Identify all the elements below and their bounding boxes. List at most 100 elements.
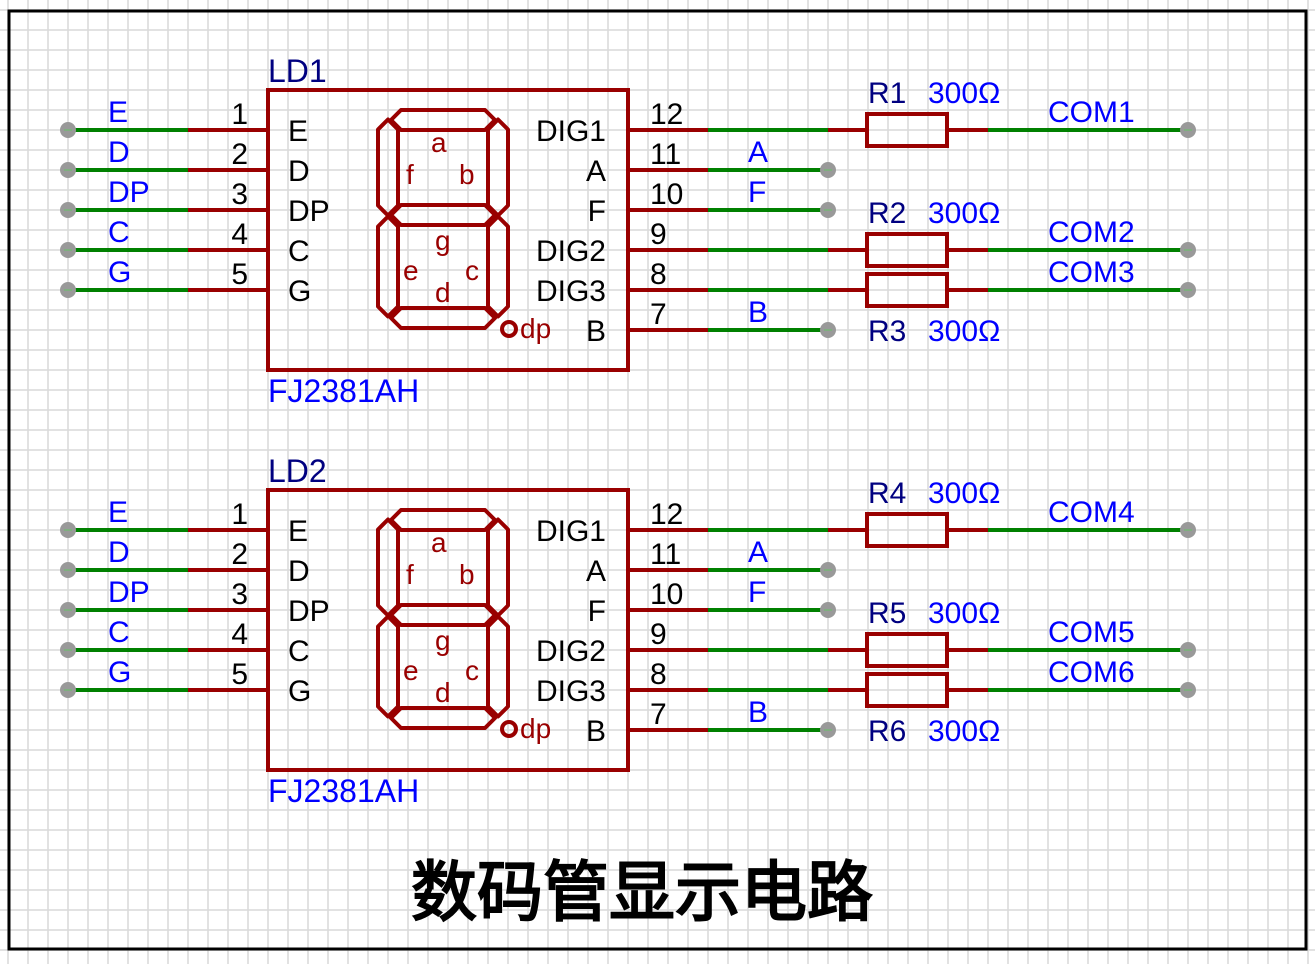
segment-label: d [435, 677, 451, 708]
segment-label: b [459, 559, 475, 590]
pin-name: C [288, 235, 310, 268]
net-label: B [748, 296, 768, 329]
resistor-value: 300Ω [928, 477, 1000, 510]
resistor-designator: R5 [868, 597, 906, 630]
resistor-value: 300Ω [928, 315, 1000, 348]
pin-number: 11 [650, 138, 681, 171]
component-designator: LD1 [268, 53, 327, 89]
segment-f [376, 117, 400, 218]
net-label: C [108, 616, 130, 649]
net-label: F [748, 576, 766, 609]
pin-name: DIG1 [536, 115, 606, 148]
net-label: D [108, 536, 130, 569]
net-label: G [108, 256, 131, 289]
net-label: COM4 [1048, 496, 1135, 529]
pin-number: 1 [231, 98, 248, 131]
resistor-value: 300Ω [928, 597, 1000, 630]
resistor-body[interactable] [865, 512, 949, 548]
net-label: G [108, 656, 131, 689]
segment-c [486, 614, 510, 719]
net-label: COM6 [1048, 656, 1135, 689]
pin-name: D [288, 555, 310, 588]
pin-number: 12 [650, 498, 683, 531]
display-body[interactable] [266, 88, 630, 372]
resistor-value: 300Ω [928, 197, 1000, 230]
segment-label: c [465, 255, 479, 286]
pin-number: 11 [650, 538, 681, 571]
pin-name: DIG3 [536, 275, 606, 308]
pin-number: 9 [650, 618, 667, 651]
segment-f [376, 517, 400, 618]
component-part-number: FJ2381AH [268, 773, 419, 809]
net-label: DP [108, 576, 150, 609]
net-label: A [748, 136, 768, 169]
resistor-designator: R3 [868, 315, 906, 348]
pin-name: C [288, 635, 310, 668]
pin-number: 10 [650, 178, 683, 211]
resistor-body[interactable] [865, 632, 949, 668]
pin-number: 3 [231, 578, 248, 611]
pin-name: DIG2 [536, 235, 606, 268]
component-designator: LD2 [268, 453, 327, 489]
resistor-body[interactable] [865, 112, 949, 148]
pin-name: A [586, 555, 606, 588]
net-label: F [748, 176, 766, 209]
segment-g [389, 603, 497, 627]
resistor-designator: R4 [868, 477, 906, 510]
pin-number: 9 [650, 218, 667, 251]
net-label: D [108, 136, 130, 169]
net-label: COM5 [1048, 616, 1135, 649]
segment-g [389, 203, 497, 227]
segment-b [486, 117, 510, 218]
pin-name: E [288, 115, 308, 148]
segment-label: a [431, 527, 447, 558]
pin-name: G [288, 275, 311, 308]
net-label: COM1 [1048, 96, 1135, 129]
pin-name: B [586, 715, 606, 748]
segment-c [486, 214, 510, 319]
segment-label: f [406, 159, 414, 190]
segment-label: dp [520, 313, 551, 344]
pin-name: DIG2 [536, 635, 606, 668]
resistor-body[interactable] [865, 672, 949, 708]
sheet-border [7, 9, 1308, 951]
display-body[interactable] [266, 488, 630, 772]
resistor-value: 300Ω [928, 715, 1000, 748]
pin-name: E [288, 515, 308, 548]
net-label: COM3 [1048, 256, 1135, 289]
pin-name: DIG3 [536, 675, 606, 708]
segment-e [376, 214, 400, 319]
net-label: A [748, 536, 768, 569]
pin-name: DP [288, 195, 330, 228]
pin-number: 2 [231, 138, 248, 171]
segment-e [376, 614, 400, 719]
pin-name: DIG1 [536, 515, 606, 548]
pin-name: F [588, 595, 606, 628]
segment-label: b [459, 159, 475, 190]
pin-name: A [586, 155, 606, 188]
pin-number: 5 [231, 258, 248, 291]
pin-number: 2 [231, 538, 248, 571]
pin-number: 1 [231, 498, 248, 531]
pin-number: 4 [231, 218, 248, 251]
segment-label: a [431, 127, 447, 158]
pin-number: 4 [231, 618, 248, 651]
segment-label: g [435, 625, 451, 656]
segment-b [486, 517, 510, 618]
net-label: COM2 [1048, 216, 1135, 249]
pin-number: 12 [650, 98, 683, 131]
pin-number: 7 [650, 698, 667, 731]
pin-number: 8 [650, 658, 667, 691]
resistor-body[interactable] [865, 272, 949, 308]
resistor-designator: R1 [868, 77, 906, 110]
pin-name: DP [288, 595, 330, 628]
resistor-designator: R6 [868, 715, 906, 748]
segment-label: f [406, 559, 414, 590]
net-label: DP [108, 176, 150, 209]
resistor-body[interactable] [865, 232, 949, 268]
